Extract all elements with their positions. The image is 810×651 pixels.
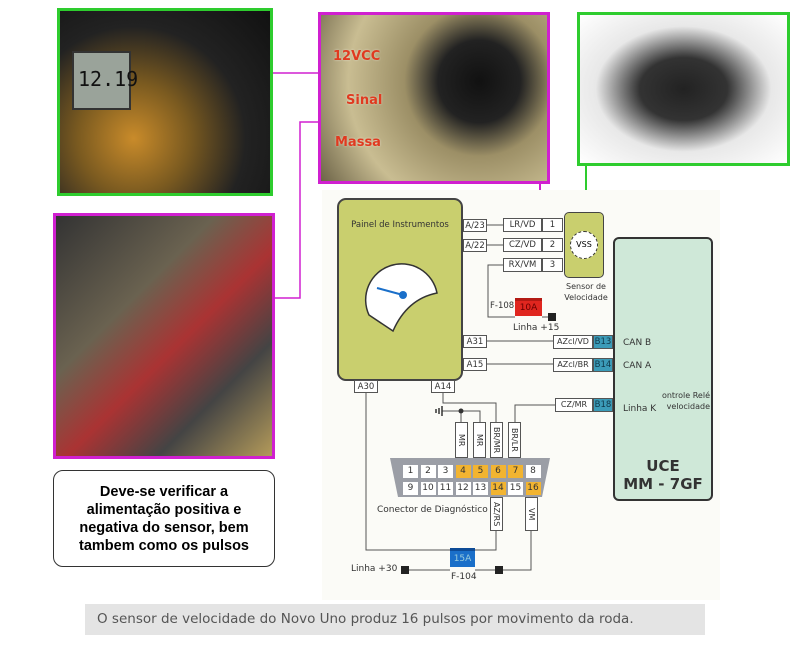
pin-a15: A15: [463, 358, 487, 371]
wire-label: CZ/MR: [555, 398, 593, 412]
connector-pin: 12: [455, 482, 471, 495]
uce-pin: B14: [593, 358, 613, 372]
sensor-photo: [577, 12, 790, 166]
connector-pin: 3: [438, 465, 453, 478]
multimeter-display: 12.19: [72, 51, 138, 110]
wire-label: AZ/RS: [490, 497, 503, 531]
connector-photo: 12VCC Sinal Massa: [318, 12, 550, 184]
connector-pin: 2: [420, 465, 436, 478]
multimeter-photo: 12.19: [57, 8, 273, 196]
speedometer-icon: [364, 263, 438, 333]
sensor-pin: 2: [542, 238, 563, 252]
pin-a14: A14: [431, 380, 455, 393]
wire-label: BR/LR: [508, 422, 521, 458]
wire-label: BR/MR: [490, 422, 503, 458]
wire-label: MR: [473, 422, 486, 458]
uce-pin: B13: [593, 335, 613, 349]
connector-pin: 10: [420, 482, 436, 495]
fuse-f104: 15A: [450, 548, 475, 567]
uce-module: CAN B CAN A Linha K ontrole Relé velocid…: [613, 237, 713, 501]
gear-icon: VSS: [570, 231, 598, 259]
probe-photo: [53, 213, 275, 459]
vss-sensor: VSS: [564, 212, 604, 278]
connector-pin: 9: [403, 482, 418, 495]
connector-pin: 4: [455, 465, 471, 478]
connector-pin: 16: [525, 482, 541, 495]
connector-pin: 15: [508, 482, 523, 495]
wire-label: CZ/VD: [503, 238, 542, 252]
wire-label: MR: [455, 422, 468, 458]
connector-pin: 7: [508, 465, 523, 478]
caption: O sensor de velocidade do Novo Uno produ…: [85, 604, 705, 635]
connector-pin: 6: [490, 465, 506, 478]
sensor-pin: 1: [542, 218, 563, 232]
wire-label: LR/VD: [503, 218, 542, 232]
pin-a22: A/22: [463, 239, 487, 252]
pin-a23: A/23: [463, 219, 487, 232]
note-box: Deve-se verificar a alimentação positiva…: [53, 470, 275, 567]
connector-pin: 11: [438, 482, 453, 495]
connector-pin: 1: [403, 465, 418, 478]
sensor-pin: 3: [542, 258, 563, 272]
wire-label: AZcl/VD: [553, 335, 593, 349]
pin-a30: A30: [354, 380, 378, 393]
wire-label: AZcl/BR: [553, 358, 593, 372]
connector-pin: 5: [473, 465, 488, 478]
instrument-panel: Painel de Instrumentos: [337, 198, 463, 381]
connector-pin: 8: [525, 465, 541, 478]
fuse-f108: 10A: [515, 298, 542, 316]
pin-a31: A31: [463, 335, 487, 348]
uce-pin: B18: [593, 398, 613, 412]
connector-pin: 13: [473, 482, 488, 495]
connector-pin: 14: [490, 482, 506, 495]
wire-label: VM: [525, 497, 538, 531]
wire-label: RX/VM: [503, 258, 542, 272]
